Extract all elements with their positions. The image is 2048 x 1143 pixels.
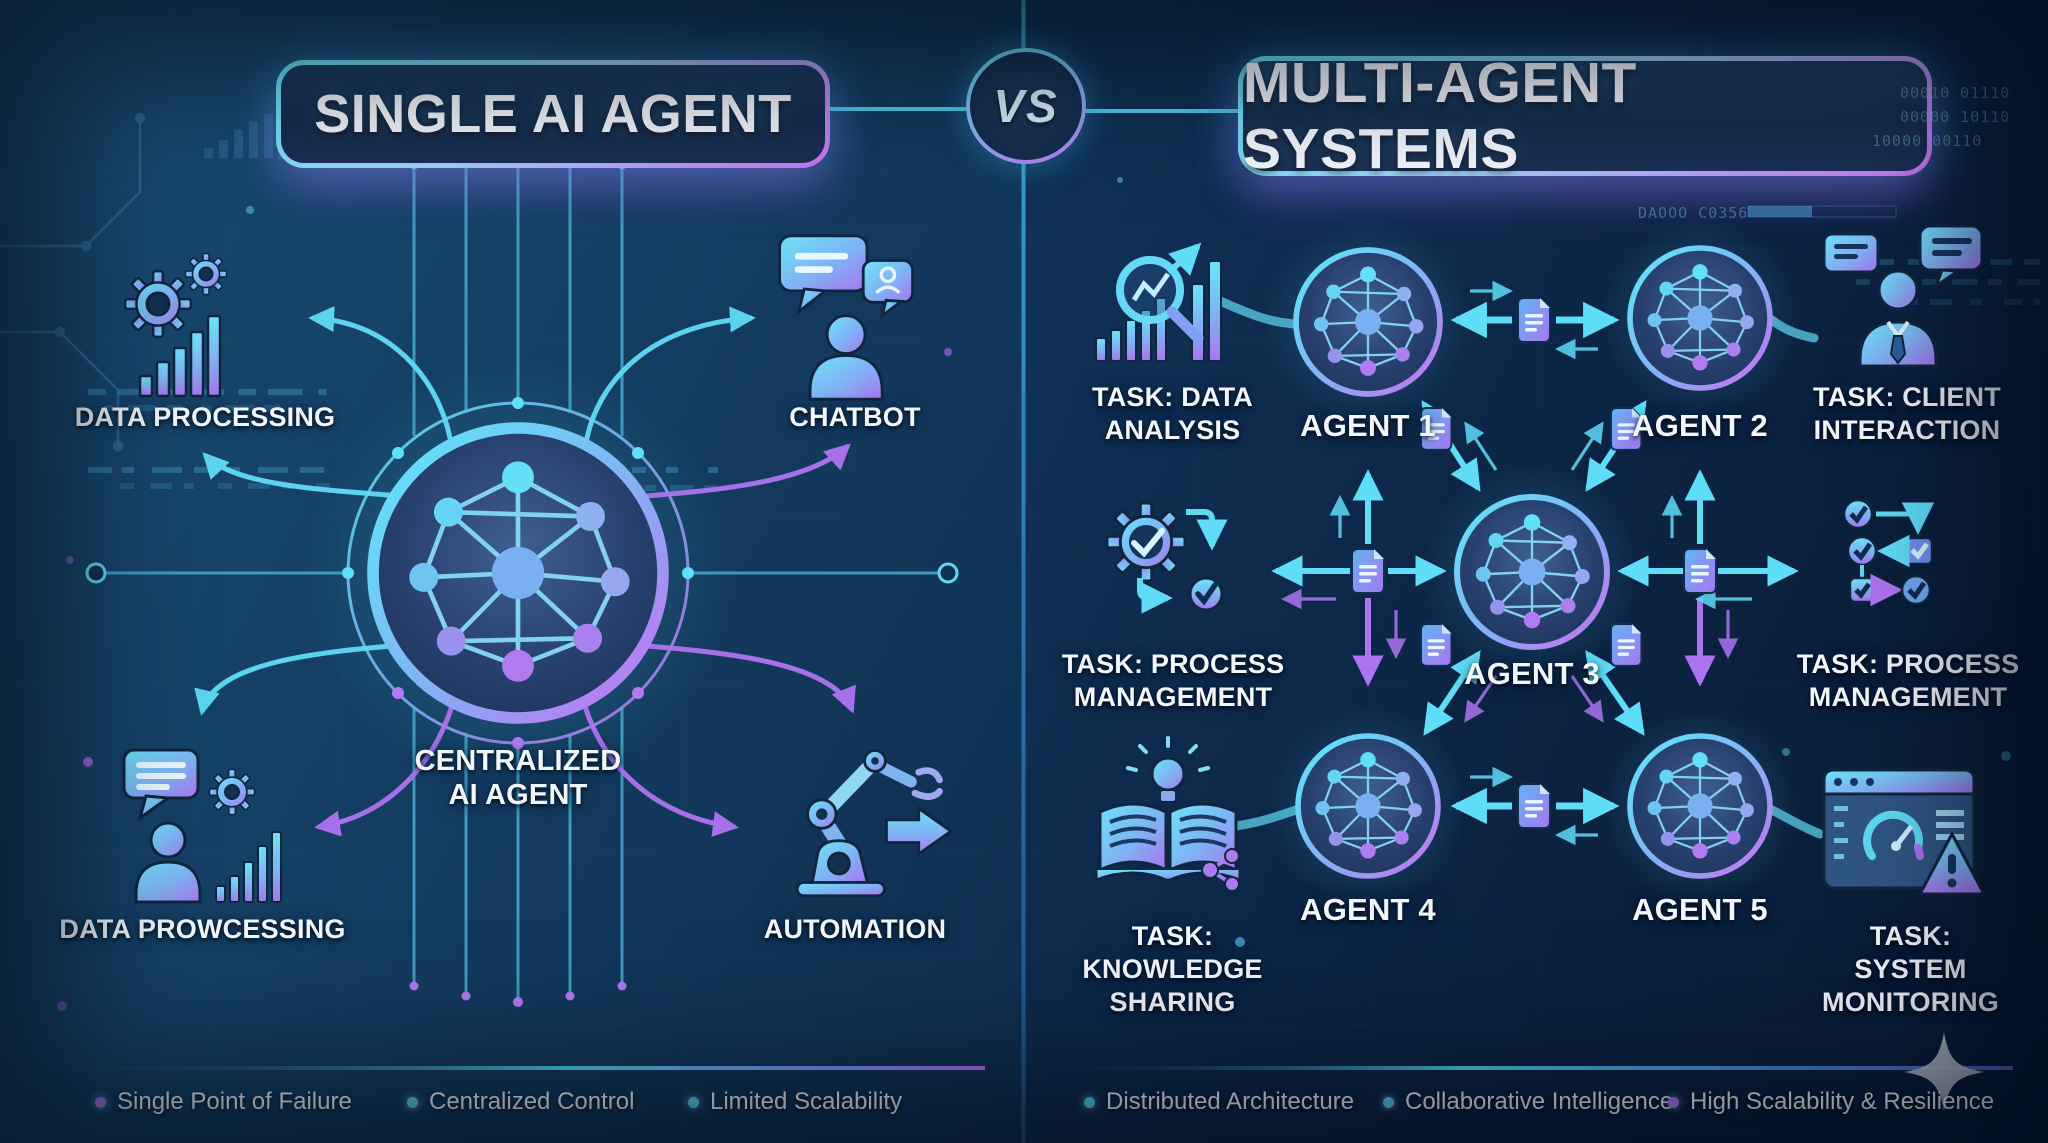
single-agent-arrows [194, 306, 856, 837]
bullet-icon [95, 1096, 106, 1108]
agent-2-label: AGENT 2 [1632, 408, 1768, 443]
agent-1-label: AGENT 1 [1300, 408, 1436, 443]
bullet-icon [688, 1096, 699, 1108]
loading-bar-decoration [1747, 205, 1897, 218]
bullet-icon [1668, 1096, 1679, 1108]
bullet-icon [1383, 1096, 1394, 1108]
agent-2-node [1630, 248, 1770, 388]
agent-4-label: AGENT 4 [1300, 892, 1436, 927]
glow-dots-decoration [57, 177, 2011, 1011]
task-process-management-left-label: TASK: PROCESS MANAGEMENT [1061, 649, 1285, 712]
footer-item-single-point-of-failure: Single Point of Failure [95, 1088, 352, 1116]
data-analysis-icon [1095, 242, 1222, 362]
circuit-decoration-left [0, 112, 146, 452]
footer-item-centralized-control: Centralized Control [407, 1088, 634, 1116]
footer-item-collaborative-intelligence: Collaborative Intelligence [1383, 1088, 1673, 1116]
agent-3-label: AGENT 3 [1464, 656, 1600, 691]
agent-5-node [1630, 736, 1770, 876]
code-decoration-2: 00000 10110 [1900, 108, 2011, 126]
footer-separator-left [60, 1066, 985, 1070]
single-agent-title: SINGLE AI AGENT [314, 84, 792, 144]
vs-badge: VS [966, 48, 1086, 164]
footer-separator-right [1063, 1066, 2013, 1070]
agent-3-node [1457, 497, 1607, 647]
footer-item-limited-scalability: Limited Scalability [688, 1088, 902, 1116]
agent-5-label: AGENT 5 [1632, 892, 1768, 927]
automation-icon [795, 749, 954, 898]
data-prowcessing-icon [122, 748, 282, 904]
task-system-monitoring-label: TASK: SYSTEM MONITORING [1822, 921, 1999, 1017]
bullet-icon [1084, 1096, 1095, 1108]
footer-item-high-scalability-resilience: High Scalability & Resilience [1668, 1088, 1994, 1116]
system-monitoring-icon [1822, 768, 1986, 896]
bullet-icon [407, 1096, 418, 1108]
code-decoration-1: 00010 01110 [1900, 84, 2011, 102]
knowledge-sharing-icon [1094, 736, 1242, 892]
process-management-checklist-icon [1842, 498, 1935, 607]
centralized-ai-agent-node [373, 428, 663, 718]
automation-label: AUTOMATION [763, 914, 947, 944]
chatbot-icon [778, 234, 915, 401]
multi-agent-title-box: MULTI-AGENT SYSTEMS [1238, 51, 1932, 181]
single-agent-title-box: SINGLE AI AGENT [276, 60, 830, 168]
panel-divider [1021, 0, 1026, 1143]
task-client-interaction-label: TASK: CLIENT INTERACTION [1813, 382, 2001, 445]
data-processing-icon [123, 252, 228, 398]
task-data-analysis-label: TASK: DATA ANALYSIS [1092, 382, 1253, 445]
centralized-ai-agent-label: CENTRALIZED AI AGENT [414, 745, 622, 811]
vs-label: VS [993, 80, 1059, 132]
client-interaction-icon [1822, 224, 1984, 368]
process-management-gear-icon [1105, 501, 1228, 614]
code-decoration-3: 10000 00110 [1872, 132, 1983, 150]
sparkle-icon [1904, 1032, 1984, 1112]
multi-agent-title: MULTI-AGENT SYSTEMS [1243, 51, 1637, 181]
task-knowledge-sharing-label: TASK: KNOWLEDGE SHARING [1082, 921, 1263, 1017]
data-prowcessing-label: DATA PROWCESSING [59, 914, 346, 944]
code-decoration-4: DAOOO C0356 [1638, 204, 1749, 222]
footer-item-distributed-architecture: Distributed Architecture [1084, 1088, 1354, 1116]
task-process-management-right-label: TASK: PROCESS MANAGEMENT [1796, 649, 2020, 712]
agent-nodes [1264, 218, 1800, 906]
agent-4-node [1298, 736, 1438, 876]
chatbot-label: CHATBOT [789, 402, 921, 432]
agent-1-node [1296, 250, 1440, 394]
data-processing-label: DATA PROCESSING [74, 402, 336, 432]
